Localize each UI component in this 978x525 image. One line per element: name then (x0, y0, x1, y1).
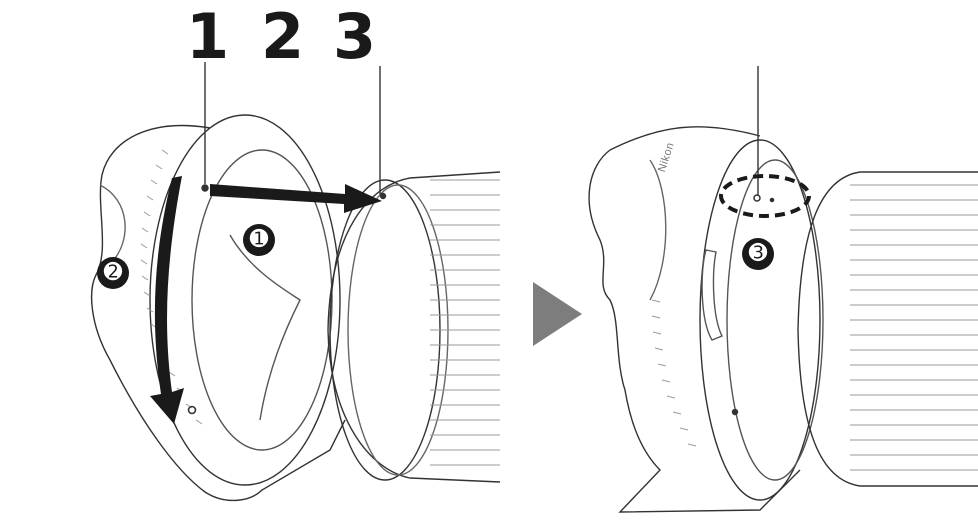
hood-lock-dot (187, 405, 197, 415)
hood-index-dot (201, 184, 209, 192)
lens-ribs-left (430, 179, 500, 466)
hood-outline-left (91, 124, 346, 502)
callout-label-3: 3 (333, 0, 377, 73)
hood-ring-inner (191, 149, 333, 451)
hood-ring-outer (149, 114, 341, 486)
step-badge-2-text: ➋ (103, 260, 123, 285)
arrow-attach (210, 184, 382, 213)
aligned-dot (753, 194, 761, 202)
step-badge-2: ➋ (97, 257, 129, 289)
right-panel (588, 66, 978, 513)
hood-ring-right (699, 139, 821, 501)
step-badge-3: ➌ (742, 238, 774, 270)
left-panel (91, 62, 501, 502)
step-badge-3-text: ➌ (748, 241, 768, 266)
motion-arrows (150, 176, 382, 424)
next-step-arrow (533, 282, 582, 346)
arrow-rotate (150, 176, 184, 424)
callout-label-1: 1 (186, 0, 230, 73)
lens-ribs-right (850, 184, 978, 471)
lens-barrel-right (797, 171, 978, 487)
step-badge-1: ➊ (243, 224, 275, 256)
hood-outline-right (588, 126, 801, 513)
lens-index-dot (379, 192, 387, 200)
lens-front-ring (329, 179, 441, 481)
alignment-highlight (719, 174, 811, 218)
callout-label-2: 2 (261, 0, 305, 73)
step-badge-1-text: ➊ (249, 227, 269, 252)
hood-ribs-right (651, 299, 697, 447)
